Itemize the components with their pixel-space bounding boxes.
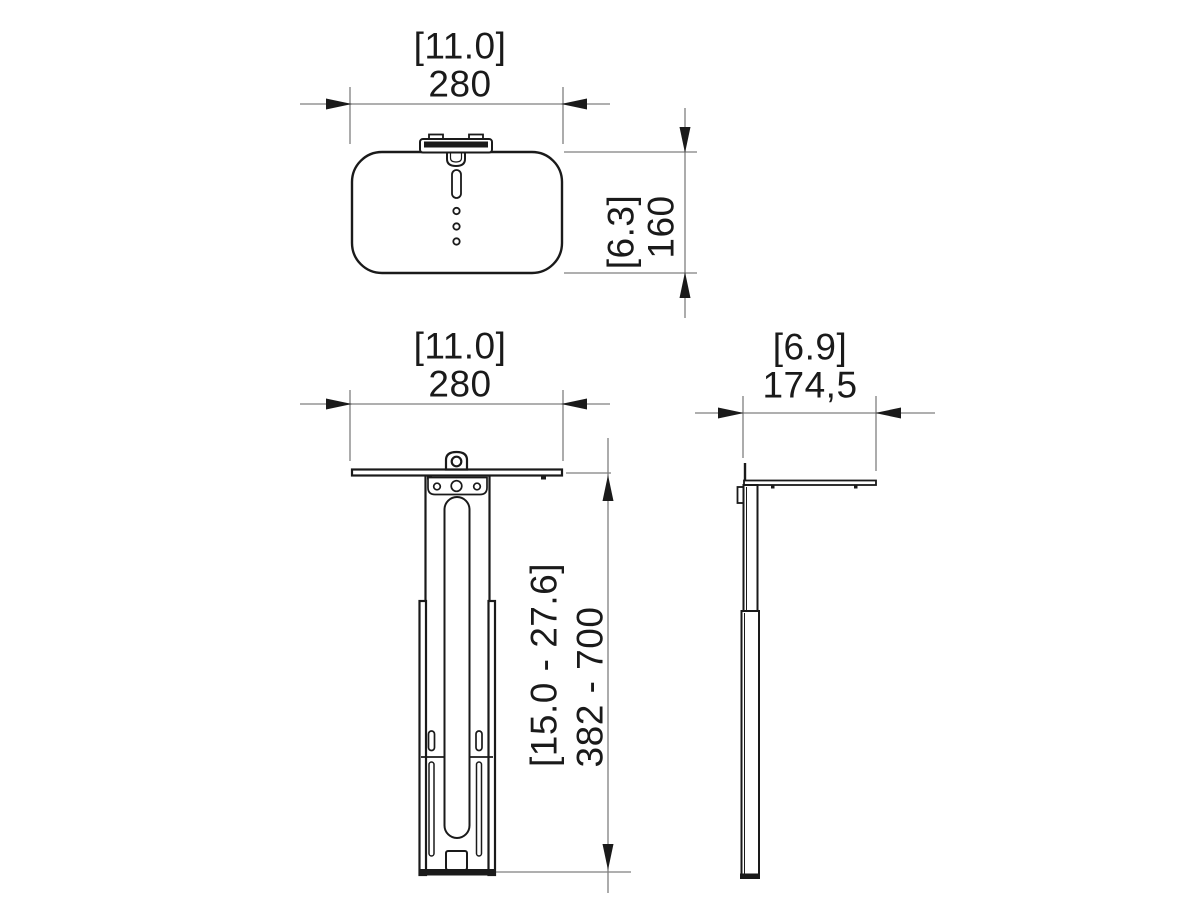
profile-upper-column — [742, 484, 759, 613]
mounting-clip — [419, 133, 493, 168]
sleeve-left-wall — [418, 599, 428, 877]
profile-bottom-edge — [740, 873, 760, 879]
top-width-inches-label: [11.0] — [414, 26, 507, 67]
top-depth-inches-label: [6.3] — [601, 195, 642, 270]
arrowhead-up-icon — [679, 272, 691, 298]
top-view: [11.0] 280 [6.3] 160 — [300, 26, 697, 318]
rail-slot-left — [428, 761, 435, 857]
profile-plate-mark-left — [771, 485, 775, 489]
screw-hole-2 — [452, 222, 461, 231]
profile-plate-mark-right — [854, 485, 858, 489]
top-width-mm-label: 280 — [428, 64, 491, 105]
top-depth-mm-label: 160 — [641, 195, 682, 258]
clip-bar — [424, 141, 488, 148]
mounting-hole-center — [450, 479, 463, 493]
mounting-hole-left — [432, 482, 442, 491]
keyhole-slot — [451, 169, 462, 199]
mounting-hole-right — [472, 482, 482, 491]
lock-slot-right — [475, 730, 483, 752]
arrowhead-down-icon — [679, 127, 691, 153]
front-width-mm-label: 280 — [428, 364, 491, 405]
column-bottom-edge — [419, 869, 495, 876]
rail-slot-right — [475, 761, 483, 857]
side-view: [6.9] 174,5 — [695, 327, 935, 879]
hanger-tab-hole — [450, 455, 463, 468]
side-depth-inches-label: [6.9] — [773, 327, 848, 368]
front-width-inches-label: [11.0] — [414, 326, 507, 367]
arrowhead-left-icon — [561, 398, 587, 410]
arrowhead-right-icon — [326, 98, 352, 110]
arrowhead-up-icon — [602, 475, 614, 501]
clip-hook-inner — [449, 152, 463, 163]
profile-shelf-plate — [743, 479, 877, 486]
clip-hook — [446, 151, 466, 168]
arrowhead-left-icon — [875, 407, 901, 419]
plate-tab-mark-right — [541, 475, 546, 480]
arrowhead-right-icon — [718, 407, 744, 419]
screw-hole-3 — [452, 237, 461, 246]
front-height-inches-label: [15.0 - 27.6] — [524, 563, 565, 767]
front-view: [11.0] 280 [15.0 - 27.6] 382 - 700 — [300, 326, 631, 893]
lock-slot-left — [427, 730, 436, 752]
arrowhead-down-icon — [602, 844, 614, 870]
arrowhead-right-icon — [326, 398, 352, 410]
front-height-mm-label: 382 - 700 — [570, 607, 611, 768]
bottom-notch — [445, 850, 468, 871]
arrowhead-left-icon — [561, 98, 587, 110]
side-depth-mm-label: 174,5 — [762, 365, 857, 406]
screw-hole-1 — [452, 206, 461, 216]
adjustment-slot — [443, 496, 471, 839]
sleeve-right-wall — [487, 599, 497, 877]
